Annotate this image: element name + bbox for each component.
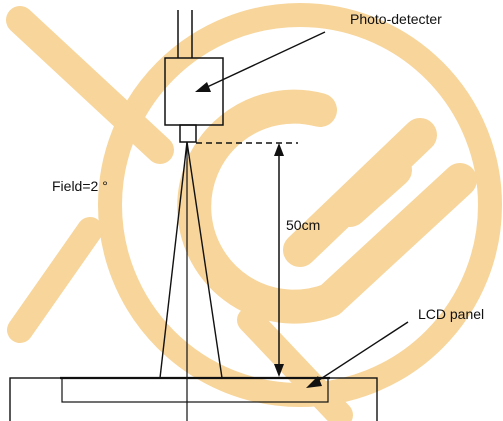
base-stand [9,377,378,421]
photo-detector-lens [179,124,197,143]
mounting-rod [177,10,193,58]
distance-label: 50cm [286,217,320,233]
photo-detector-arrow [195,31,326,92]
lcd-panel-label: LCD panel [418,306,484,322]
field-angle-label: Field=2 ° [52,178,108,194]
watermark-logo [6,3,502,421]
measurement-cone [159,141,223,379]
distance-dimension [274,143,284,377]
lcd-panel-arrow [306,321,409,388]
photo-detector-label: Photo-detecter [350,11,442,27]
